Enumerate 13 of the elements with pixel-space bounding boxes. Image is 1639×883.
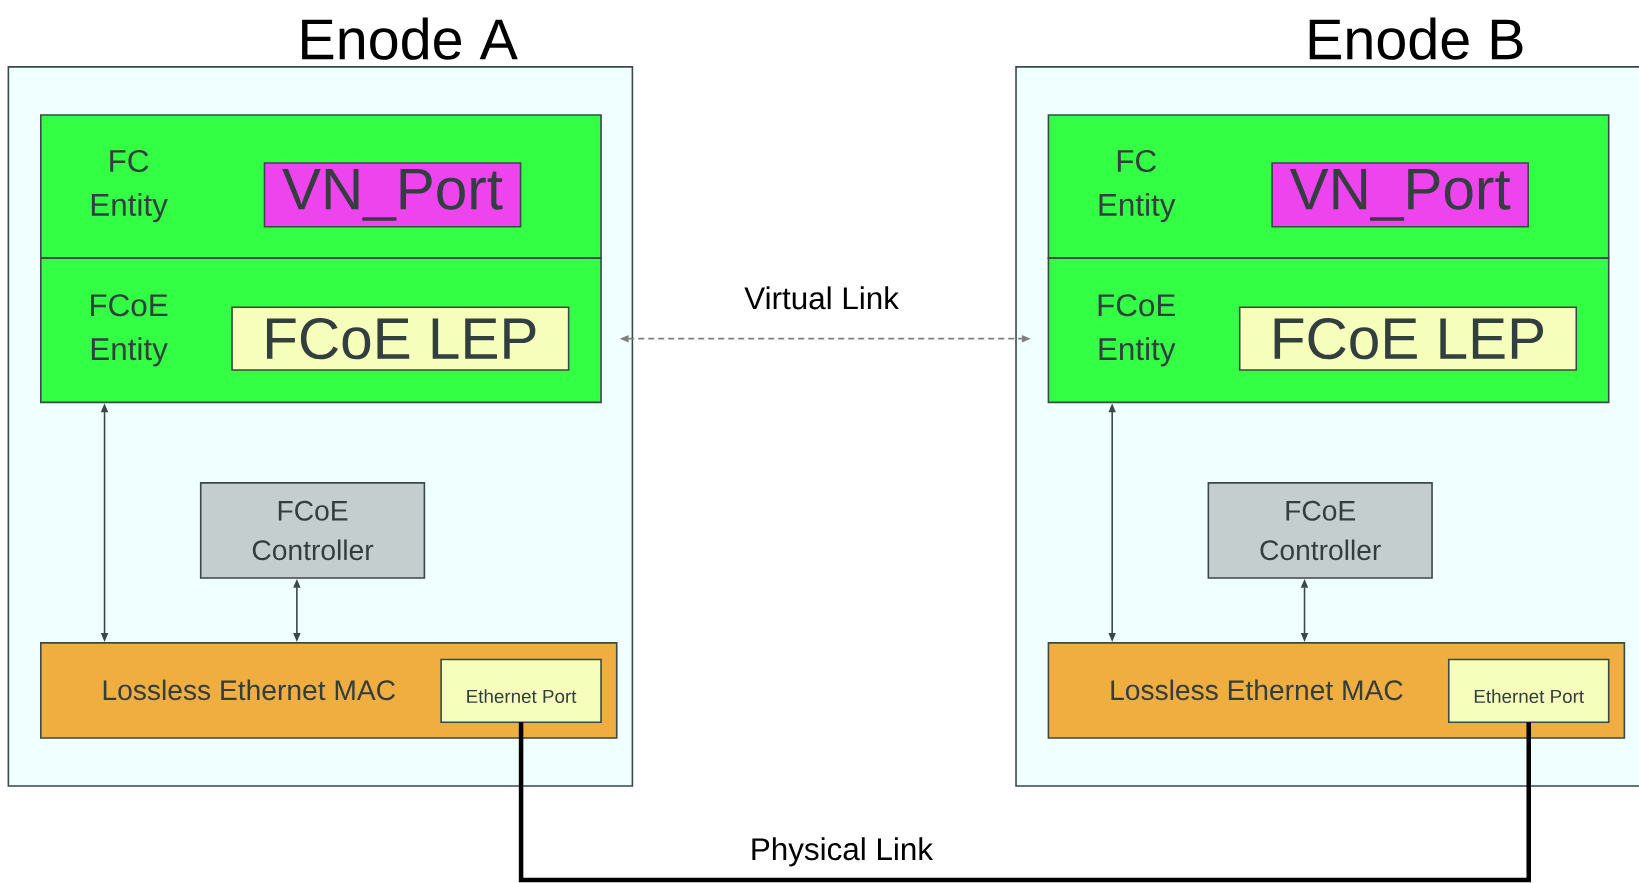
lep-box: FCoE LEP: [1238, 306, 1578, 371]
edge-label: Physical Link: [747, 835, 936, 869]
physical-link-line: [518, 722, 1531, 883]
controller-box: FCoE Controller: [199, 482, 426, 579]
node-label: Enode A: [302, 17, 518, 60]
port-box: Ethernet Port: [1447, 658, 1610, 724]
lep-box: FCoE LEP: [231, 306, 570, 371]
controller-box: FCoE Controller: [1207, 482, 1433, 579]
port-box: Ethernet Port: [440, 658, 602, 724]
node-label: Enode B: [1309, 17, 1523, 60]
port-box: VN_Port: [1271, 162, 1529, 228]
edge-label: Virtual Link: [742, 284, 901, 312]
port-box: VN_Port: [263, 162, 522, 228]
